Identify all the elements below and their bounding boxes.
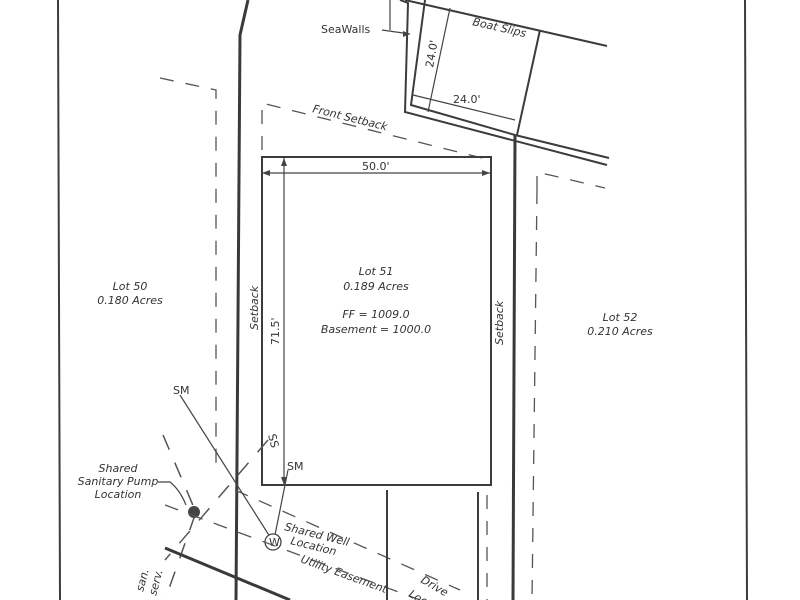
boat-slip-dimensions: 24.0' 24.0' Boat Slips [412, 7, 528, 121]
road-edge [164, 546, 291, 600]
lot-labels: Lot 50 0.180 Acres Lot 51 0.189 Acres FF… [97, 265, 653, 338]
sanitary-sewer-line [164, 439, 269, 561]
boat-slips-label: Boat Slips [471, 15, 527, 40]
shoreline-top [404, 0, 608, 47]
utility-easement-label: Utility Easement [299, 553, 389, 597]
lot-50-area: 0.180 Acres [97, 294, 163, 307]
seawalls-label: SeaWalls [321, 23, 371, 36]
seawalls [399, 0, 610, 166]
house-depth-dimension: 71.5' [269, 317, 282, 345]
lot-52-east-line [744, 0, 748, 600]
seawall-outer [409, 0, 610, 159]
san-serv-line [164, 514, 196, 600]
lot-50-51-line [234, 0, 250, 600]
slip-depth-dimension: 24.0' [423, 39, 441, 68]
lot-51-52-line [511, 134, 517, 600]
san-serv-label-1: san. [133, 567, 151, 593]
pump-label-1: Shared [99, 462, 139, 475]
house-footprint: 50.0' 71.5' Setback Setback [248, 156, 506, 486]
lot-50-name: Lot 50 [113, 280, 148, 293]
utility-easement-line-lower [164, 504, 421, 600]
lot-52-front-setback [536, 171, 606, 190]
front-setback-line [261, 102, 491, 161]
lot-52-name: Lot 52 [603, 311, 638, 324]
pump-label-3: Location [95, 488, 142, 501]
sm-upper-label: SM [173, 384, 189, 397]
lot-51-area: 0.189 Acres [343, 280, 409, 293]
seawalls-callout: SeaWalls [321, 0, 411, 37]
sm-line-upper [179, 394, 273, 541]
pump-label-2: Sanitary Pump [78, 475, 159, 488]
setback-left-label: Setback [248, 285, 261, 330]
lot-52-area: 0.210 Acres [587, 325, 653, 338]
lot-50-west-line [57, 0, 61, 600]
seawall-inner [399, 0, 608, 166]
lot-52-side-setback [531, 189, 538, 600]
lot-51-name: Lot 51 [359, 265, 394, 278]
slip-width-dimension: 24.0' [453, 93, 481, 106]
lot-51-basement: Basement = 1000.0 [321, 323, 431, 336]
arrow-icon [403, 31, 410, 37]
pump-line-upper [162, 434, 196, 511]
lot-50-setback-line [159, 77, 217, 470]
lot-51-building-outline [261, 156, 492, 486]
well-symbol: W [269, 536, 280, 549]
house-width-dimension: 50.0' [362, 160, 390, 173]
ss-label: SS [265, 432, 281, 449]
utilities: SM SM SS Shared Sanitary Pump Location W… [78, 384, 461, 600]
sm-lower-label: SM [287, 460, 303, 473]
lot-51-ff: FF = 1009.0 [342, 308, 409, 321]
sm-line-lower [274, 469, 289, 536]
setback-right-label: Setback [493, 300, 506, 345]
boat-slip-divider [516, 29, 541, 136]
lot-boundaries [57, 0, 748, 600]
